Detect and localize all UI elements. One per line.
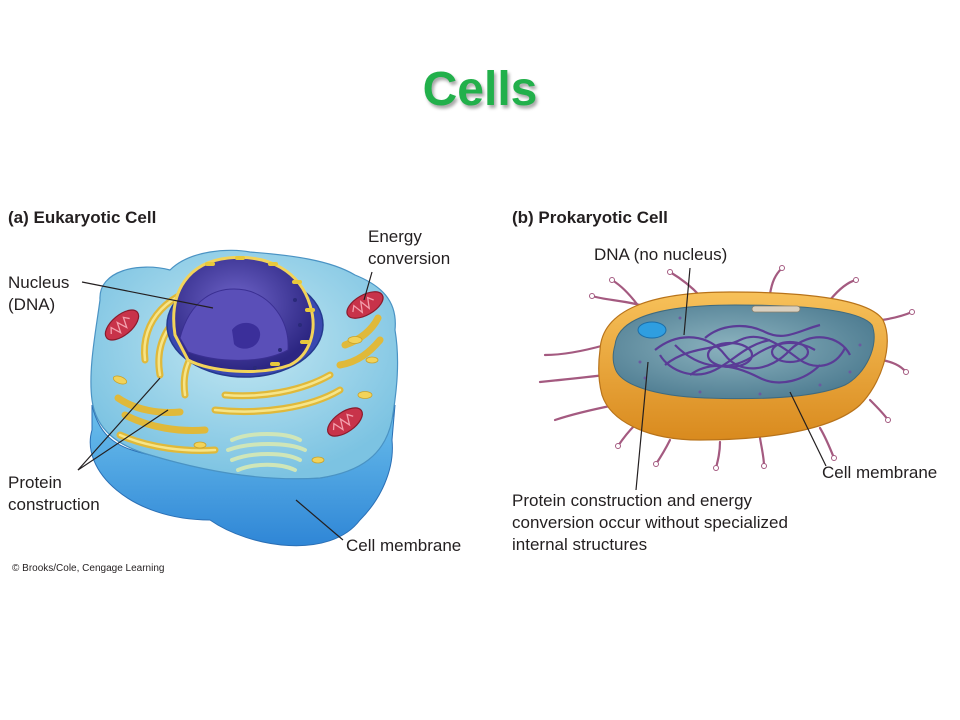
prokaryotic-cell-title: (b) Prokaryotic Cell	[512, 208, 668, 227]
label-nucleus: Nucleus (DNA)	[8, 273, 70, 314]
label-dna-no-nucleus: DNA (no nucleus)	[594, 245, 728, 264]
golgi-apparatus	[226, 432, 307, 472]
label-protein-construction: Protein construction	[8, 473, 100, 514]
mitochondria	[104, 291, 384, 437]
label-eukaryotic-cell-membrane: Cell membrane	[346, 536, 462, 555]
eukaryotic-cell-drawing	[77, 249, 399, 547]
image-credit: © Brooks/Cole, Cengage Learning	[12, 563, 165, 574]
slide-title: Cells	[422, 63, 538, 116]
eukaryotic-cell-title: (a) Eukaryotic Cell	[8, 208, 157, 227]
nucleolus	[232, 322, 261, 349]
plasmid	[637, 321, 667, 339]
label-prokaryotic-cell-membrane: Cell membrane	[822, 463, 938, 482]
dna-strands	[654, 323, 851, 384]
label-protein-energy-note: Protein construction and energy conversi…	[512, 491, 788, 554]
label-energy-conversion: Energy conversion	[368, 227, 451, 268]
prokaryotic-cell-drawing	[538, 265, 915, 491]
